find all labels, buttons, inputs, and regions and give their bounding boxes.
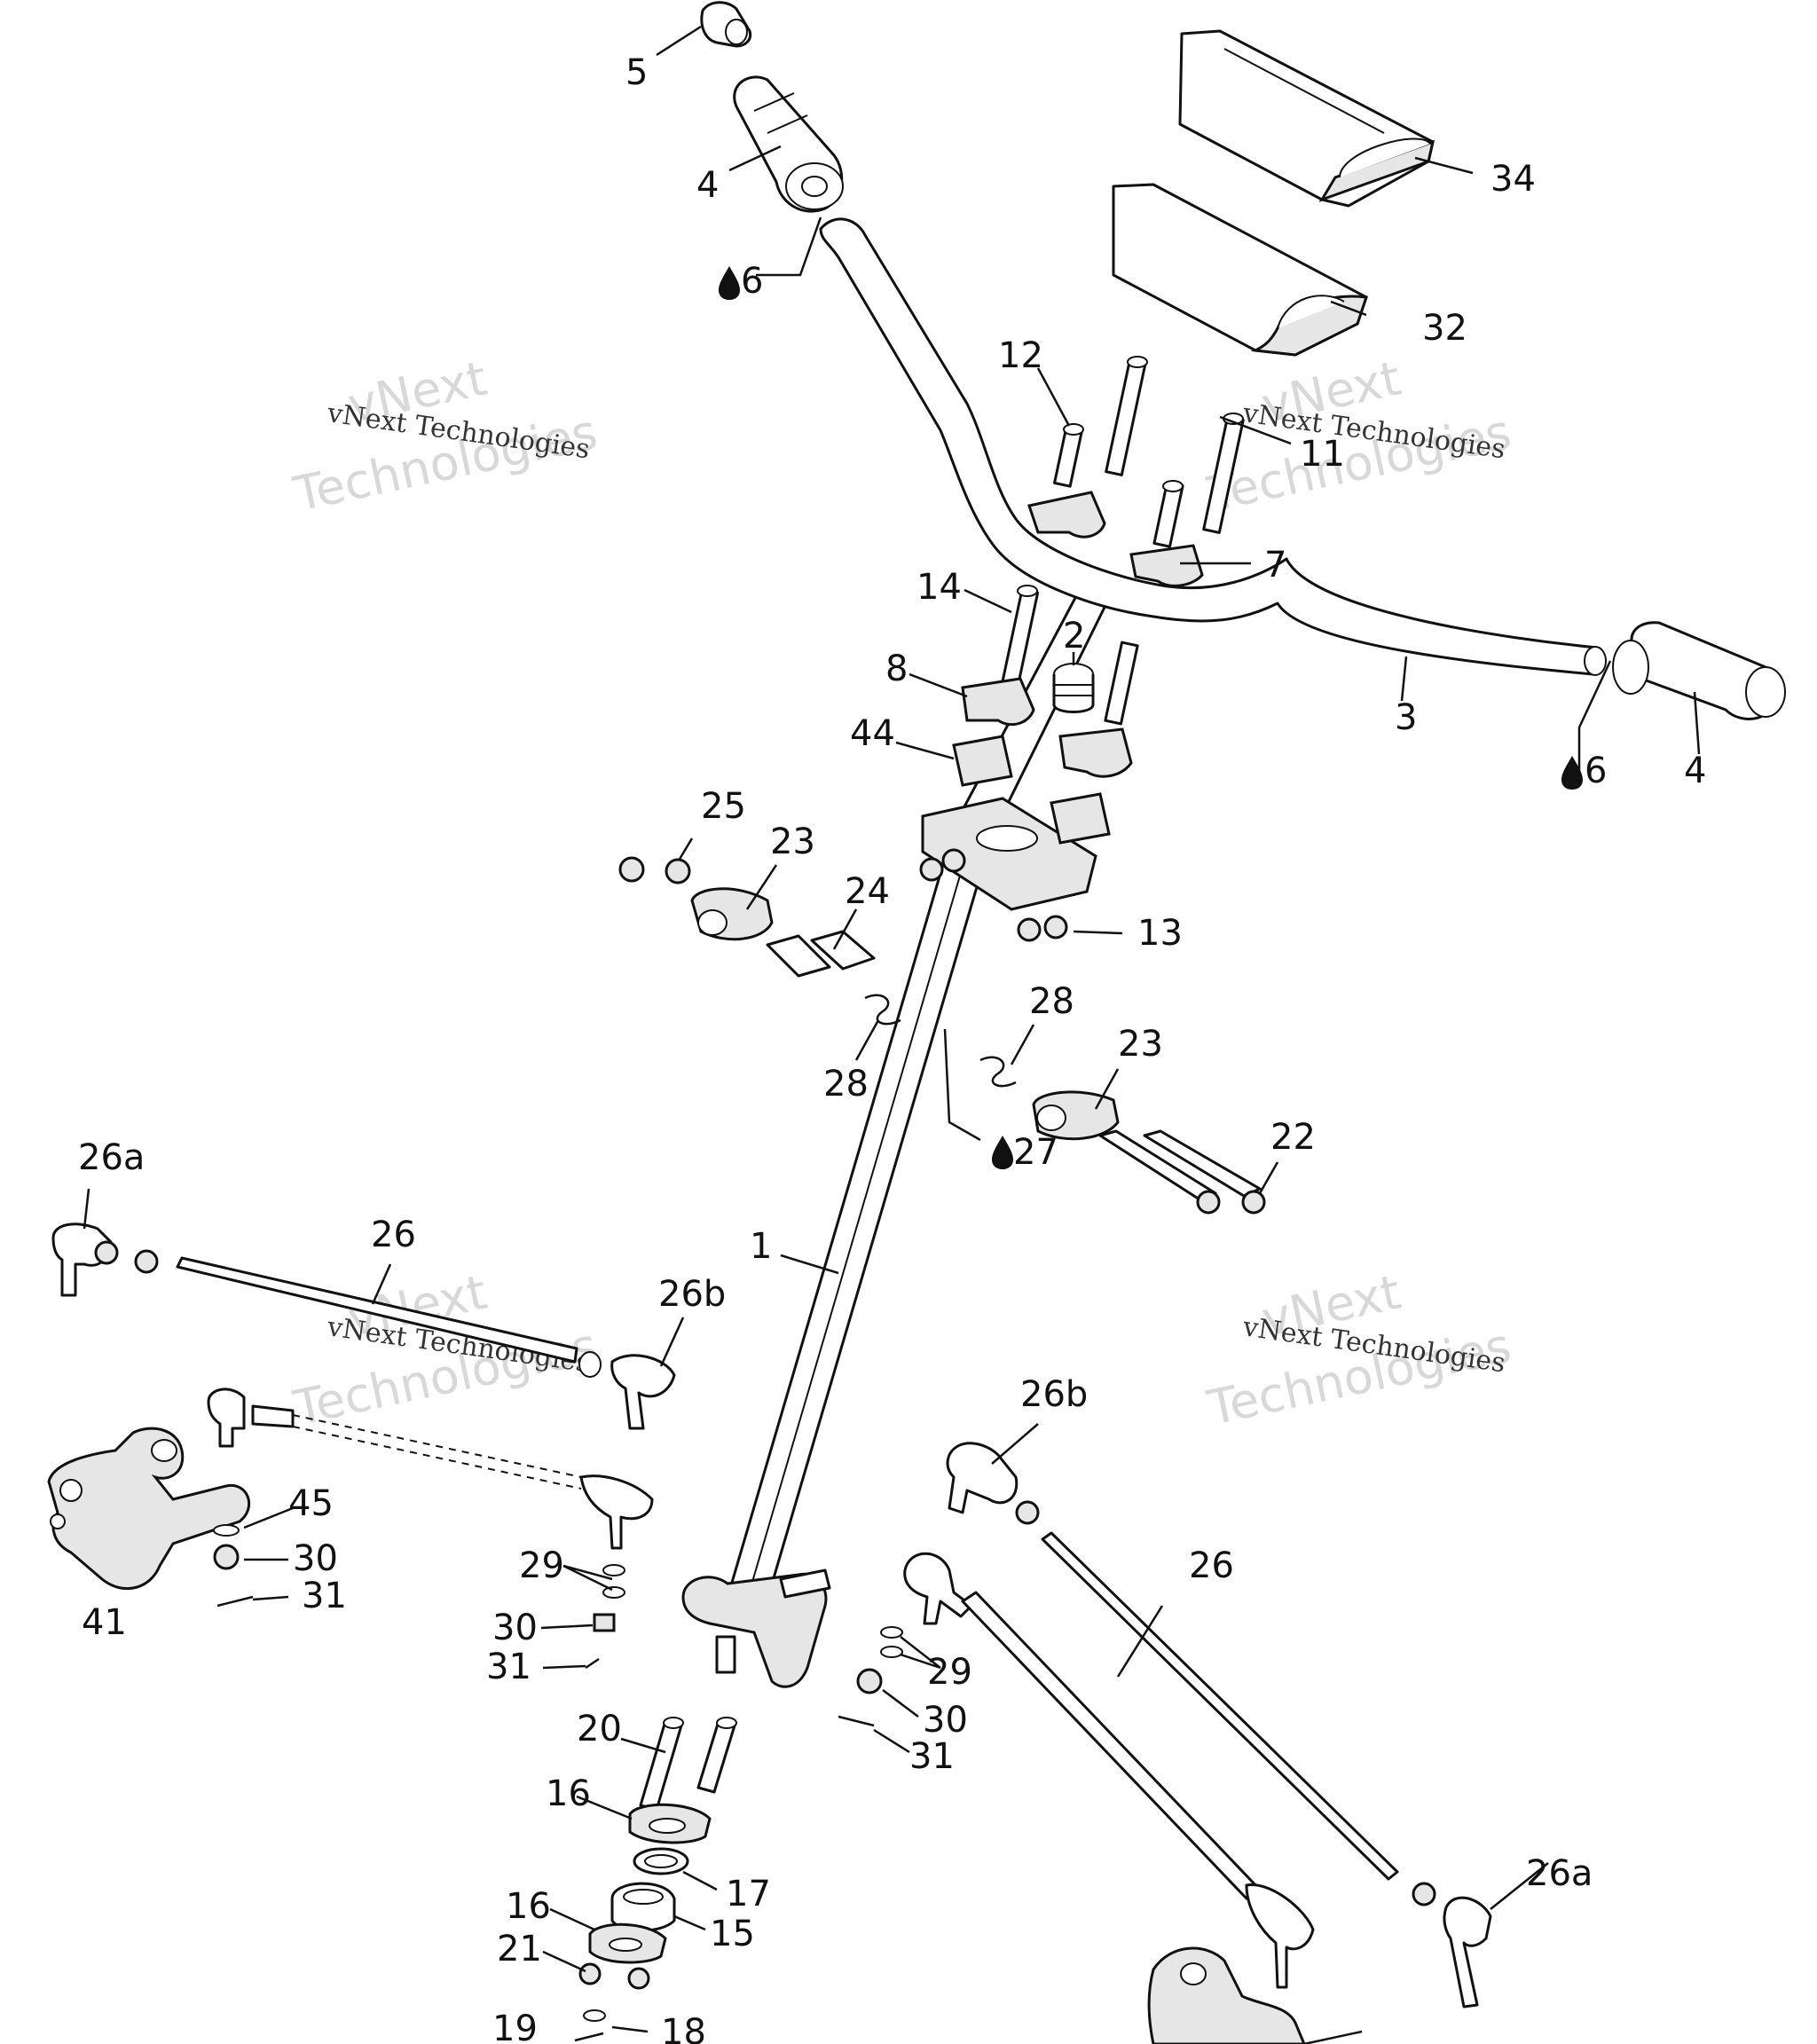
oil-drop-icon	[719, 266, 740, 300]
callout-34: 34	[1491, 159, 1536, 200]
oil-drop-icon	[1561, 756, 1583, 790]
part-lower-bushing-assembly	[1032, 1090, 1266, 1215]
part-upper-bushing-assembly	[618, 856, 876, 978]
callout-23: 23	[1118, 1024, 1163, 1065]
callout-2: 2	[1063, 616, 1085, 656]
part-grip-left	[733, 75, 844, 213]
callout-7: 7	[1264, 545, 1286, 586]
part-lower-column-stack	[574, 1717, 737, 2042]
part-upper-clamps	[1027, 491, 1204, 587]
part-handlebar-pad-lower	[1112, 183, 1369, 357]
callout-26a: 26a	[78, 1137, 145, 1178]
part-lower-clamps	[952, 677, 1133, 845]
callout-6: 6	[1585, 751, 1607, 791]
callout-3: 3	[1395, 697, 1417, 738]
part-center-right-hardware	[838, 1626, 903, 1727]
callout-28: 28	[1029, 981, 1074, 1022]
part-bolts	[999, 356, 1245, 726]
part-steering-column	[681, 566, 1121, 1688]
callout-19: 19	[492, 2009, 538, 2044]
oil-drop-icon	[992, 1136, 1013, 1169]
callout-32: 32	[1422, 308, 1467, 349]
callout-16: 16	[506, 1886, 551, 1927]
part-tie-rod-left-upper	[51, 1222, 676, 1430]
callout-15: 15	[710, 1914, 755, 1954]
callout-44: 44	[850, 713, 895, 754]
part-tie-rod-right-assembled	[903, 1552, 1315, 1989]
callout-31: 31	[909, 1736, 955, 1777]
callout-26b: 26b	[658, 1274, 726, 1315]
callout-24: 24	[845, 871, 890, 912]
callout-26: 26	[1189, 1545, 1234, 1586]
callout-26b: 26b	[1020, 1374, 1088, 1415]
part-handlebar-pad-upper	[1178, 29, 1436, 208]
callout-12: 12	[998, 335, 1043, 376]
callout-30: 30	[293, 1538, 338, 1579]
callout-20: 20	[577, 1709, 622, 1749]
callout-27: 27	[1013, 1132, 1058, 1173]
callout-26: 26	[371, 1215, 416, 1255]
callout-labels: 5 4 6 34 32 12 11 7 14 2 8 3 44 6 4 25 2…	[78, 52, 1706, 2044]
callout-41: 41	[82, 1602, 127, 1643]
callout-13: 13	[1137, 913, 1183, 954]
part-bushing	[1052, 663, 1095, 713]
callout-30: 30	[492, 1608, 538, 1648]
callout-4: 4	[1684, 751, 1706, 791]
callout-31: 31	[486, 1647, 531, 1687]
callout-30: 30	[923, 1700, 968, 1741]
part-handlebar	[819, 217, 1607, 676]
callout-14: 14	[916, 567, 962, 608]
callout-26a: 26a	[1526, 1853, 1593, 1894]
callout-17: 17	[726, 1874, 771, 1914]
part-nuts	[919, 848, 1068, 942]
part-knuckle-right	[1147, 1946, 1306, 2044]
part-clips	[864, 994, 1017, 1088]
part-bar-end-plug	[700, 1, 752, 48]
callout-25: 25	[701, 786, 746, 827]
part-knuckle-left	[47, 1427, 251, 1591]
callout-16: 16	[546, 1773, 591, 1814]
callout-29: 29	[519, 1545, 564, 1586]
callout-1: 1	[750, 1226, 772, 1267]
callout-29: 29	[927, 1652, 972, 1693]
callout-28: 28	[823, 1064, 869, 1105]
part-center-left-hardware	[585, 1564, 625, 1670]
callout-21: 21	[497, 1929, 542, 1969]
callout-5: 5	[625, 52, 648, 93]
callout-11: 11	[1300, 434, 1345, 475]
part-left-hardware	[213, 1524, 254, 1608]
part-tie-rod-right	[946, 1442, 1492, 2009]
callout-45: 45	[288, 1483, 334, 1524]
callout-23: 23	[770, 822, 815, 862]
callout-4: 4	[696, 165, 719, 206]
callout-31: 31	[302, 1576, 347, 1616]
callout-18: 18	[661, 2012, 706, 2044]
part-tie-rod-left-assembled	[207, 1388, 654, 1550]
callout-8: 8	[885, 649, 908, 689]
part-grip-right	[1612, 621, 1786, 720]
callout-6: 6	[741, 261, 763, 302]
callout-22: 22	[1270, 1117, 1316, 1158]
leader-lines	[83, 25, 1701, 2044]
watermark-group: vNext Technologies vNext Technologies vN…	[288, 350, 1515, 1436]
